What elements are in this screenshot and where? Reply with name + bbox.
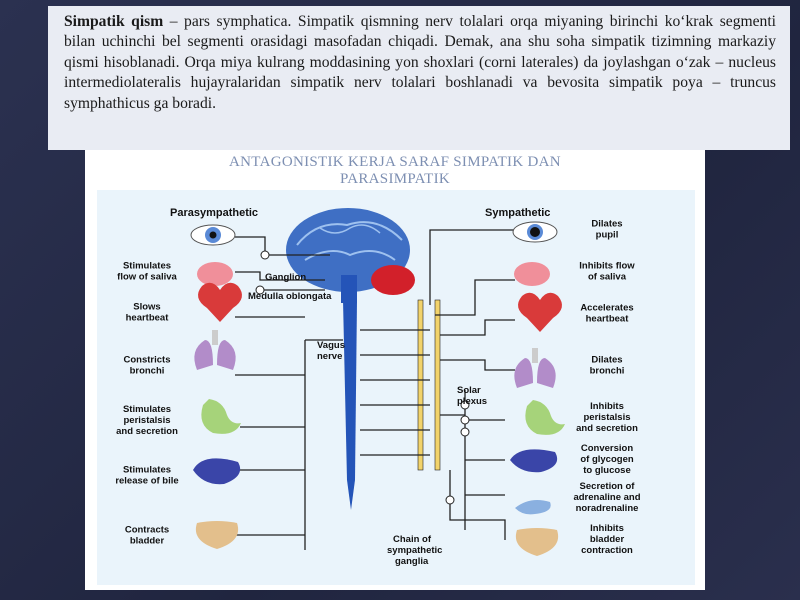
cerebellum-icon bbox=[371, 265, 415, 295]
sympathetic-effect-label: peristalsis bbox=[584, 412, 631, 423]
text-paragraph: Simpatik qism – pars symphatica. Simpati… bbox=[48, 6, 790, 150]
lungs-icon bbox=[514, 348, 556, 388]
sympathetic-effect-label: bronchi bbox=[590, 366, 625, 377]
brain-icon bbox=[286, 208, 415, 303]
sympathetic-effect-label: Conversion bbox=[581, 443, 633, 454]
bladder-icon bbox=[515, 528, 559, 556]
sympathetic-effect-label: to glucose bbox=[583, 465, 631, 476]
bladder-icon bbox=[195, 521, 239, 549]
parasympathetic-nerves bbox=[235, 236, 343, 550]
parasympathetic-effect-label: and secretion bbox=[116, 426, 178, 437]
liver-icon bbox=[510, 449, 558, 473]
parasympathetic-effect-label: Stimulates bbox=[123, 404, 171, 415]
sympathetic-nerves bbox=[360, 229, 515, 540]
sympathetic-effect-label: Inhibits bbox=[590, 523, 624, 534]
chain-label-line1: Chain of bbox=[393, 534, 432, 545]
parasympathetic-effect-label: flow of saliva bbox=[117, 272, 177, 283]
lungs-icon bbox=[194, 330, 236, 370]
salivary-gland-icon bbox=[197, 262, 233, 286]
parasympathetic-effect-label: bronchi bbox=[130, 366, 165, 377]
sympathetic-effect-label: Dilates bbox=[591, 355, 622, 366]
sympathetic-effect-label: and secretion bbox=[576, 423, 638, 434]
paragraph-body: – pars symphatica. Simpatik qismning ner… bbox=[64, 13, 777, 112]
parasympathetic-effect-label: heartbeat bbox=[126, 313, 170, 324]
eye-icon bbox=[512, 221, 558, 243]
parasympathetic-effect-label: Stimulates bbox=[123, 261, 171, 272]
left-organs bbox=[190, 224, 242, 549]
slide-title-line1: ANTAGONISTIK KERJA SARAF SIMPATIK DAN bbox=[229, 154, 561, 170]
ganglion-nodes bbox=[255, 250, 470, 505]
sympathetic-effect-label: bladder bbox=[590, 534, 625, 545]
diagram-slide: ANTAGONISTIK KERJA SARAF SIMPATIK DAN PA… bbox=[85, 150, 705, 590]
ganglion-label: Ganglion bbox=[265, 272, 306, 283]
nervous-system-diagram: Parasympathetic Sympathetic bbox=[115, 207, 640, 567]
eye-icon bbox=[190, 224, 236, 246]
salivary-gland-icon bbox=[514, 262, 550, 286]
chain-label-line3: ganglia bbox=[395, 556, 429, 567]
paragraph-term: Simpatik qism bbox=[64, 13, 164, 30]
vagus-label-line2: nerve bbox=[317, 351, 342, 362]
sympathetic-effect-label: noradrenaline bbox=[576, 503, 639, 514]
sympathetic-effect-label: of glycogen bbox=[580, 454, 634, 465]
solar-label-line2: plexus bbox=[457, 396, 487, 407]
liver-icon bbox=[193, 458, 241, 485]
slide-title: ANTAGONISTIK KERJA SARAF SIMPATIK DAN PA… bbox=[85, 154, 705, 188]
heart-icon bbox=[518, 292, 562, 332]
sympathetic-effect-label: Secretion of bbox=[580, 481, 636, 492]
parasympathetic-effect-label: Constricts bbox=[124, 355, 171, 366]
medulla-label: Medulla oblongata bbox=[248, 291, 332, 302]
right-organs bbox=[510, 221, 565, 556]
parasympathetic-effect-label: bladder bbox=[130, 536, 165, 547]
stomach-icon bbox=[525, 400, 565, 435]
spinal-cord bbox=[343, 300, 357, 510]
chain-label-line2: sympathetic bbox=[387, 545, 442, 556]
parasympathetic-effect-label: Contracts bbox=[125, 525, 169, 536]
solar-label-line1: Solar bbox=[457, 385, 481, 396]
sympathetic-effect-label: Inhibits bbox=[590, 401, 624, 412]
sympathetic-effect-label: Accelerates bbox=[580, 303, 633, 314]
sympathetic-chain bbox=[417, 299, 441, 471]
heart-icon bbox=[198, 282, 242, 322]
sympathetic-effect-label: adrenaline and bbox=[573, 492, 640, 503]
sympathetic-header: Sympathetic bbox=[485, 207, 550, 219]
parasympathetic-effect-label: release of bile bbox=[115, 476, 178, 487]
sympathetic-effect-label: Inhibits flow bbox=[579, 261, 635, 272]
stomach-icon bbox=[201, 399, 241, 434]
parasympathetic-effect-label: Stimulates bbox=[123, 465, 171, 476]
sympathetic-effect-label: of saliva bbox=[588, 272, 627, 283]
sympathetic-effect-label: contraction bbox=[581, 545, 633, 556]
adrenal-gland-icon bbox=[515, 500, 551, 515]
sympathetic-effect-label: pupil bbox=[596, 230, 619, 241]
parasympathetic-header: Parasympathetic bbox=[170, 207, 258, 219]
parasympathetic-effect-label: Slows bbox=[133, 302, 160, 313]
slide-title-line2: PARASIMPATIK bbox=[339, 171, 451, 187]
vagus-label-line1: Vagus bbox=[317, 340, 345, 351]
parasympathetic-effect-label: peristalsis bbox=[124, 415, 171, 426]
sympathetic-effect-label: Dilates bbox=[591, 219, 622, 230]
sympathetic-effect-label: heartbeat bbox=[586, 314, 630, 325]
